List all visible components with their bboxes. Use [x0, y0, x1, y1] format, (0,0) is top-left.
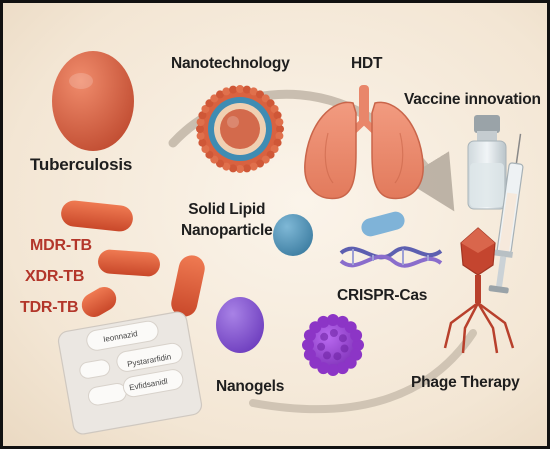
lipid-head: [216, 90, 224, 99]
lipid-head: [249, 162, 258, 171]
drug-capsule-icon: [61, 200, 205, 317]
lipid-head: [256, 159, 264, 168]
blob-bump: [336, 362, 349, 375]
lipid-head: [229, 164, 238, 173]
lipid-head: [261, 155, 270, 164]
label-sln-line1: Solid Lipid: [188, 201, 266, 218]
blob-dimple: [340, 344, 349, 353]
blob-bump: [302, 339, 314, 351]
lipid-head: [273, 111, 282, 120]
blob-dimple: [329, 329, 338, 337]
lungs-icon: [304, 85, 424, 200]
blob-bump: [327, 314, 339, 326]
lipid-head: [196, 131, 205, 140]
flow-arrow-lower: [249, 329, 477, 414]
lipid-head: [210, 155, 219, 164]
label-nanotechnology: Nanotechnology: [171, 55, 290, 72]
label-tuberculosis: Tuberculosis: [30, 155, 133, 174]
lipid-head: [275, 131, 284, 140]
label-tdr-tb: TDR-TB: [20, 299, 79, 316]
solid-lipid-nanoparticle-icon: [196, 85, 284, 173]
lipid-head: [236, 85, 244, 93]
blob-dimple: [317, 342, 326, 351]
lipid-head: [266, 150, 275, 159]
blob-dimple: [338, 334, 347, 343]
lipid-head: [216, 159, 224, 168]
label-crispr-cas: CRISPR-Cas: [337, 287, 428, 304]
label-sln-line2: Nanoparticle: [181, 222, 273, 240]
blob-bump: [317, 315, 330, 328]
syringe-icon: [488, 133, 524, 294]
lipid-head: [270, 145, 279, 153]
lipid-head: [249, 87, 258, 96]
label-vaccine-innovation: Vaccine innovation: [404, 91, 541, 108]
lipid-head: [196, 118, 205, 127]
label-phage-therapy: Phage Therapy: [411, 374, 520, 391]
blob-bump: [350, 329, 363, 342]
lipid-head: [198, 138, 207, 147]
blob-bump: [352, 339, 364, 351]
dendrimer-blob-icon: [302, 314, 364, 376]
diagram-canvas: [52, 51, 524, 435]
lipid-head: [242, 164, 251, 173]
lipid-head: [236, 165, 244, 173]
lipid-head: [222, 162, 231, 171]
label-solid-lipid-nanoparticle: Solid Lipid Nanoparticle: [181, 201, 273, 239]
lipid-head: [201, 145, 210, 153]
lipid-head: [242, 85, 251, 94]
lipid-head: [256, 90, 264, 99]
bacteriophage-icon: [443, 227, 515, 354]
lipid-head: [222, 87, 231, 96]
label-mdr-tb: MDR-TB: [30, 237, 92, 254]
nanoparticle-sphere-icon: [273, 214, 313, 256]
blister-pack-icon: [57, 311, 203, 435]
lipid-head: [198, 111, 207, 120]
lipid-head: [275, 118, 284, 127]
blob-dimple: [333, 352, 342, 361]
label-hdt: HDT: [351, 55, 383, 72]
lipid-head: [261, 94, 270, 103]
blob-dimple: [323, 351, 331, 360]
label-nanogels: Nanogels: [216, 378, 285, 395]
label-xdr-tb: XDR-TB: [25, 268, 85, 285]
lipid-head: [276, 125, 284, 133]
crispr-dna-icon: [339, 211, 443, 268]
tuberculosis-bacterium-icon: [52, 51, 134, 151]
vaccine-vial-icon: [467, 115, 507, 210]
lipid-head: [270, 105, 279, 113]
lipid-head: [273, 138, 282, 147]
lipid-head: [229, 85, 238, 94]
lipid-head: [210, 94, 219, 103]
blob-bump: [303, 348, 316, 361]
lipid-head: [205, 99, 214, 108]
blob-dimple: [320, 332, 329, 341]
blob-bump: [327, 364, 339, 376]
lipid-head: [205, 150, 214, 159]
nanogel-particle-icon: [216, 297, 264, 353]
lipid-head: [266, 99, 275, 108]
lipid-head: [201, 105, 210, 113]
lipid-head: [196, 125, 204, 133]
